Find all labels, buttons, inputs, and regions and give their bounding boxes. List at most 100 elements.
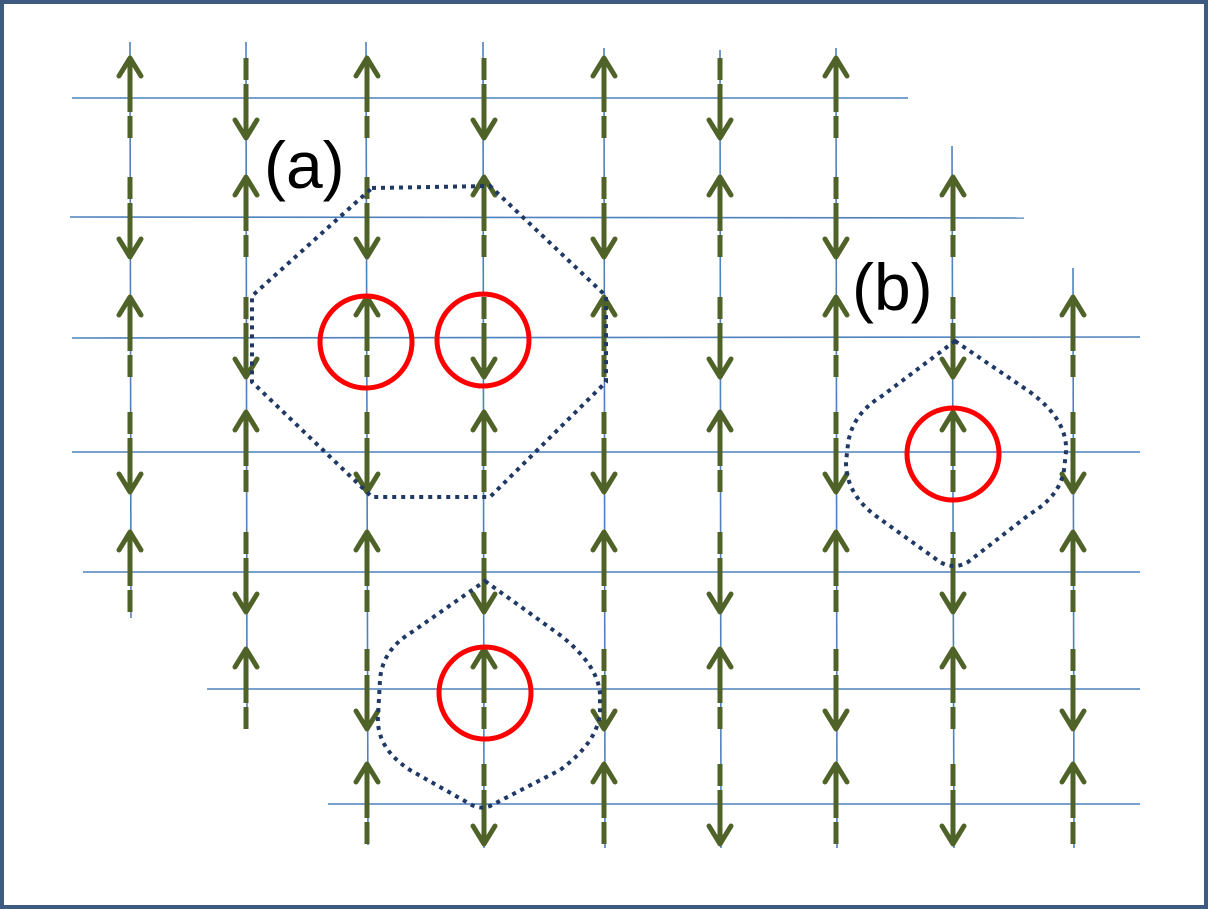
arrow-head (590, 294, 618, 318)
spin-arrow-up (939, 174, 967, 257)
arrow-head (116, 236, 144, 260)
rounded-boundary-b (843, 338, 1069, 568)
arrow-head (590, 236, 618, 260)
spin-arrow-down (822, 177, 850, 260)
arrow-head (1059, 708, 1087, 732)
arrow-head (470, 117, 498, 141)
spin-arrow-down (353, 412, 381, 495)
arrow-head (939, 646, 967, 670)
arrow-head (590, 55, 618, 79)
red-circles (317, 291, 1002, 742)
spin-arrow-down (590, 649, 618, 732)
spin-arrow-up (939, 646, 967, 729)
spin-arrow-up (706, 174, 734, 257)
circle-b (904, 405, 1002, 503)
label-b: (b) (852, 250, 933, 324)
horizontal-lines (69, 97, 1141, 805)
arrow-head (822, 294, 850, 318)
arrow-head (706, 356, 734, 380)
arrow-head (232, 409, 260, 433)
arrow-head (822, 55, 850, 79)
v-line-8 (951, 145, 955, 849)
arrow-head (706, 591, 734, 615)
arrow-head (232, 591, 260, 615)
arrow-head (470, 174, 498, 198)
spin-arrow-down (353, 649, 381, 732)
arrow-head (232, 117, 260, 141)
arrow-head (939, 174, 967, 198)
arrow-head (590, 529, 618, 553)
spin-arrow-down (1059, 649, 1087, 732)
arrow-head (116, 471, 144, 495)
arrow-head (353, 236, 381, 260)
spin-arrow-down (590, 412, 618, 495)
arrow-head (939, 591, 967, 615)
spin-arrow-up (822, 294, 850, 377)
spin-arrow-up (590, 529, 618, 612)
arrow-head (590, 471, 618, 495)
arrow-head (353, 708, 381, 732)
arrow-head (706, 174, 734, 198)
arrow-head (822, 708, 850, 732)
arrow-head (116, 529, 144, 553)
spin-arrow-up (706, 409, 734, 492)
spin-arrow-down (706, 297, 734, 380)
arrow-head (353, 471, 381, 495)
arrow-head (706, 117, 734, 141)
spin-arrow-down (939, 532, 967, 615)
spin-arrow-down (706, 764, 734, 847)
arrow-head (822, 236, 850, 260)
arrow-head (939, 823, 967, 847)
spin-arrow-down (706, 58, 734, 141)
arrow-head (470, 356, 498, 380)
spin-arrow-down (706, 532, 734, 615)
spin-arrow-up (590, 761, 618, 844)
arrow-head (470, 823, 498, 847)
spin-arrow-up (590, 55, 618, 138)
spin-arrow-down (232, 532, 260, 615)
spin-arrow-down (1059, 412, 1087, 495)
arrow-head (1059, 529, 1087, 553)
arrow-head (353, 529, 381, 553)
spin-arrow-up (470, 409, 498, 492)
arrow-head (353, 761, 381, 785)
arrow-head (116, 55, 144, 79)
spin-arrow-up (116, 529, 144, 612)
arrow-head (116, 294, 144, 318)
arrow-head (706, 409, 734, 433)
spin-arrow-down (939, 764, 967, 847)
spin-arrow-down (116, 412, 144, 495)
spin-arrow-down (116, 177, 144, 260)
spin-arrow-up (1059, 294, 1087, 377)
arrow-head (470, 409, 498, 433)
spin-arrow-up (1059, 529, 1087, 612)
spin-arrow-down (470, 58, 498, 141)
spin-arrow-up (822, 529, 850, 612)
arrow-head (353, 55, 381, 79)
spin-arrow-down (822, 649, 850, 732)
spin-arrow-down (232, 58, 260, 141)
spin-arrow-up (232, 646, 260, 729)
arrow-head (939, 409, 967, 433)
spin-arrow-down (590, 177, 618, 260)
spin-arrow-up (232, 174, 260, 257)
spin-arrow-down (470, 532, 498, 615)
spin-arrow-up (822, 761, 850, 844)
arrow-head (590, 761, 618, 785)
spin-arrow-up (470, 174, 498, 257)
spin-arrow-up (353, 55, 381, 138)
dotted-boundaries (250, 183, 1069, 810)
spin-arrow-up (232, 409, 260, 492)
v-line-2 (245, 41, 248, 727)
label-a: (a) (264, 128, 345, 202)
h-line-2 (69, 216, 1025, 219)
arrow-head (706, 646, 734, 670)
spin-arrow-up (116, 294, 144, 377)
arrow-head (1059, 761, 1087, 785)
arrow-head (590, 708, 618, 732)
spin-arrow-up (353, 529, 381, 612)
arrow-head (1059, 294, 1087, 318)
rounded-boundary-bottom (375, 578, 603, 810)
